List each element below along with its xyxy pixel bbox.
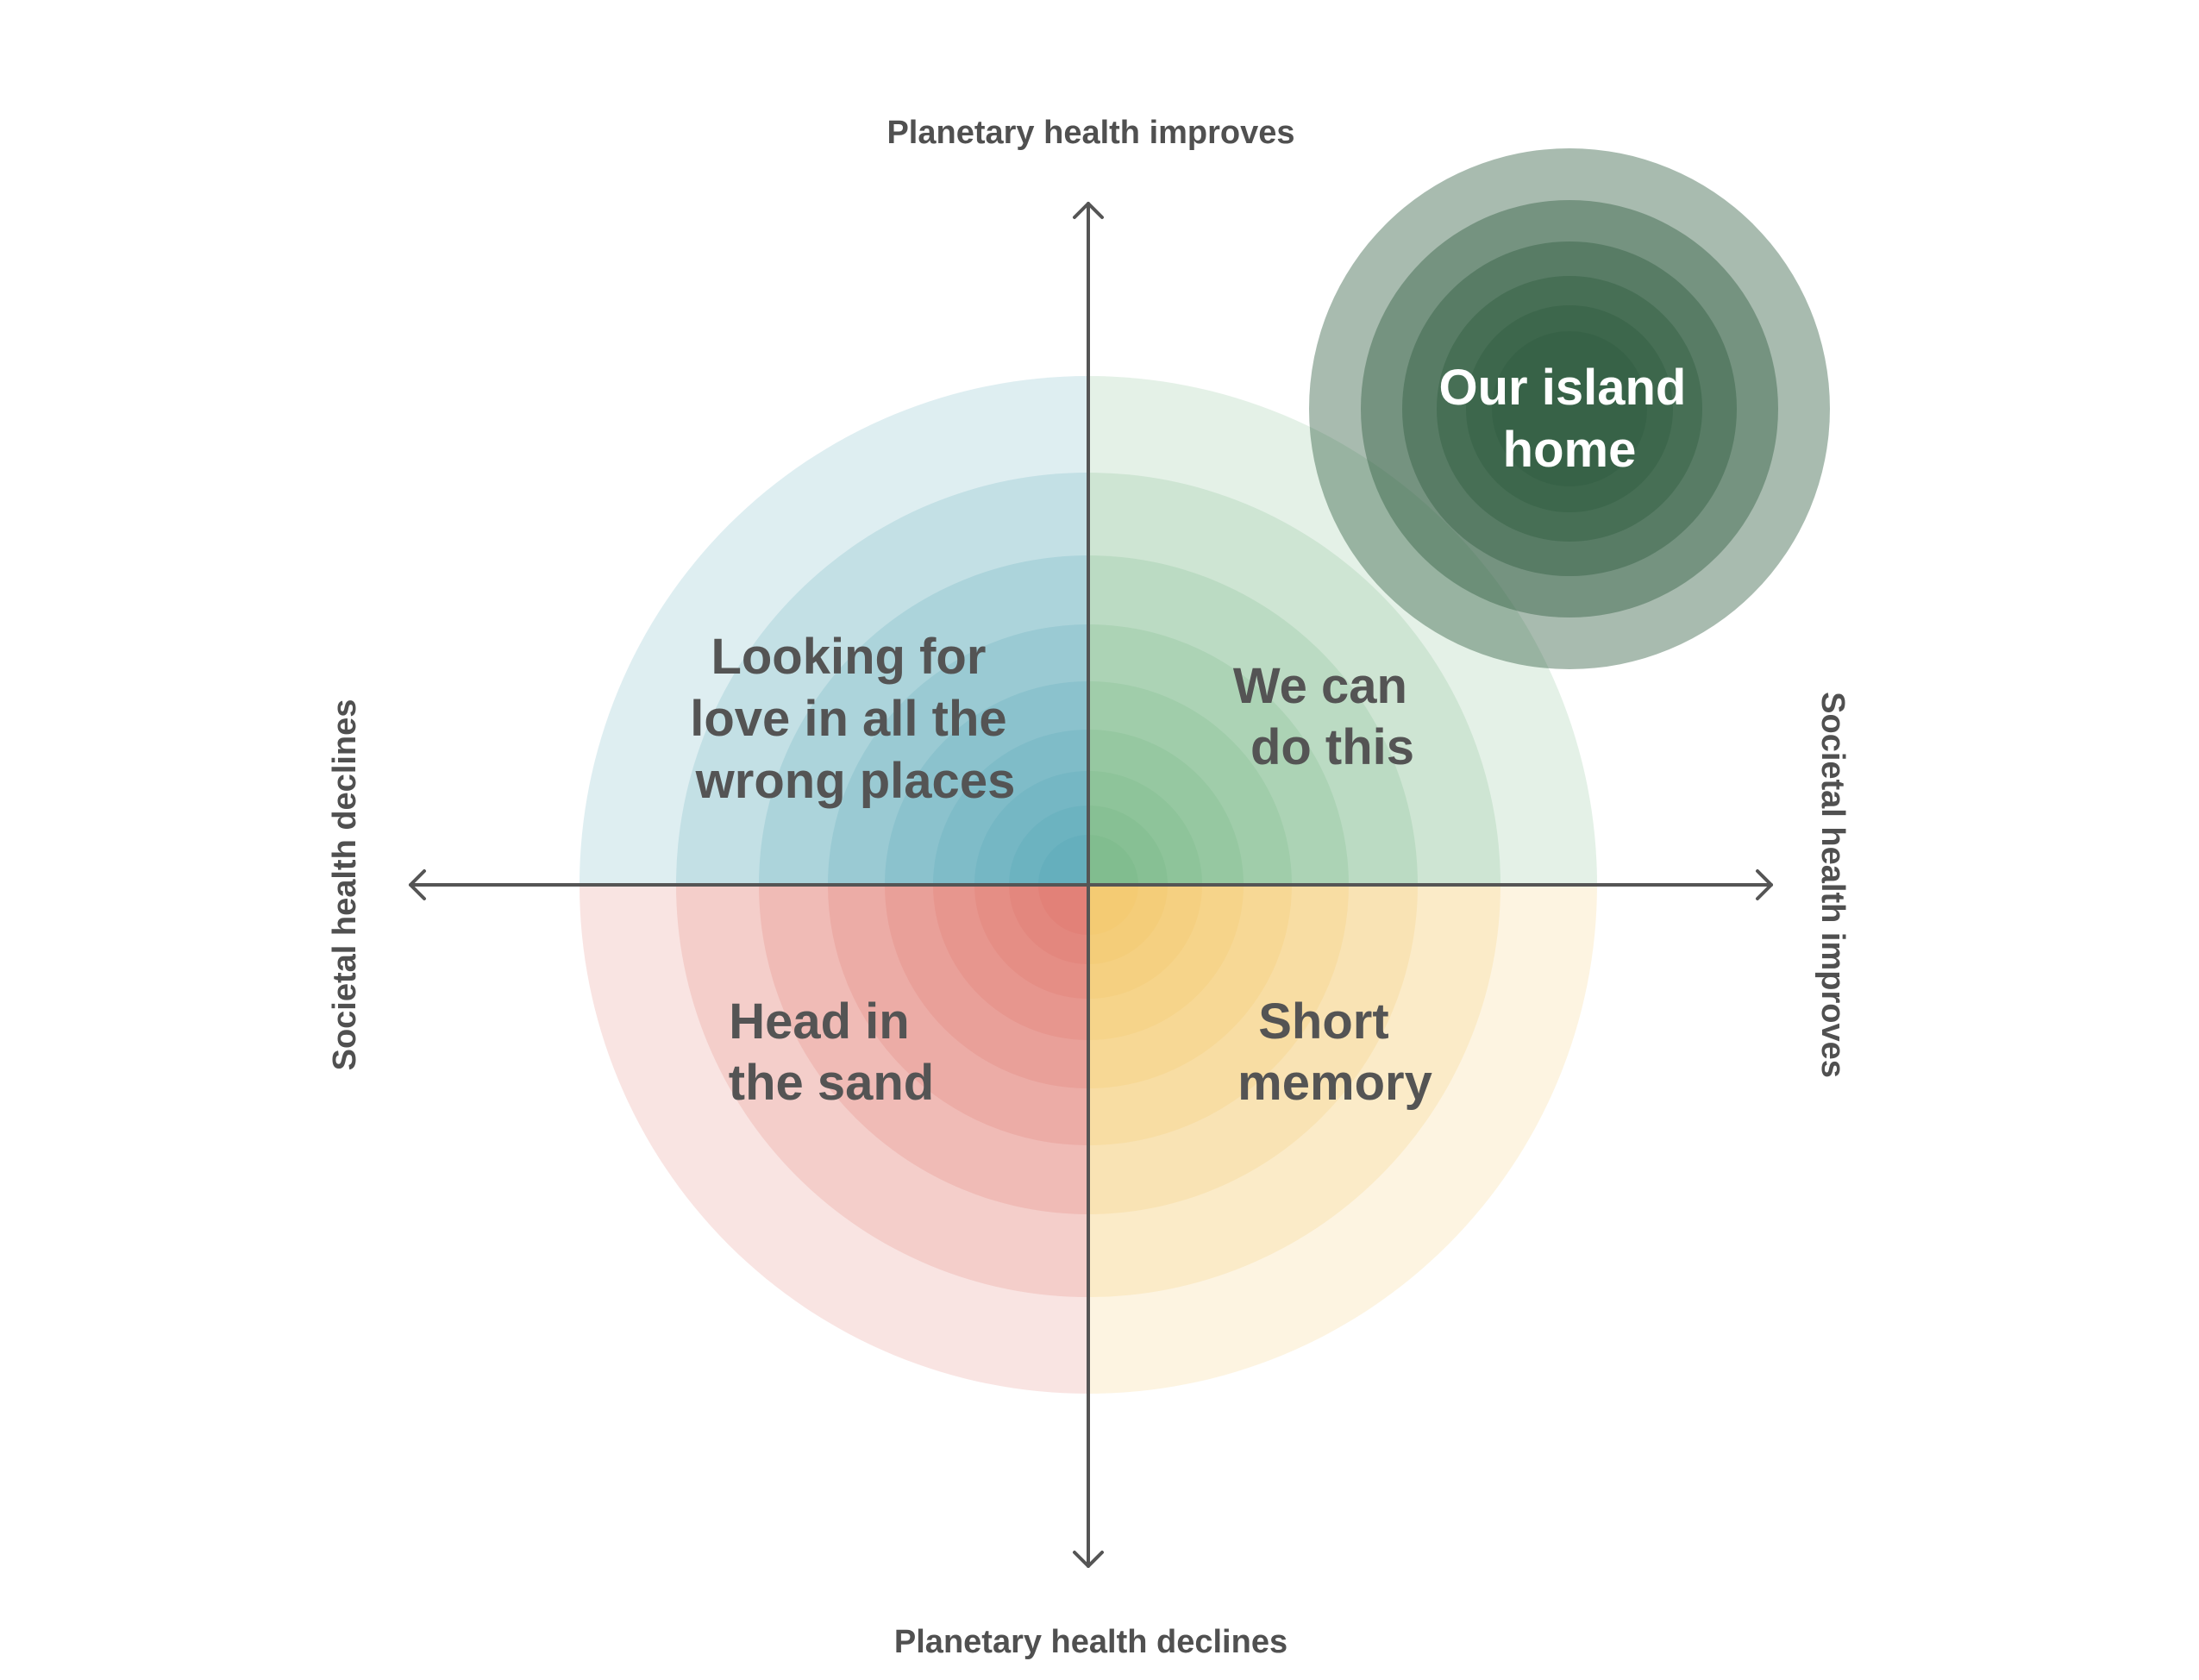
quadrant-top-right-ring: [1088, 376, 1597, 885]
quadrant-bottom-right-ring: [1088, 885, 1202, 999]
quadrant-top-left-ring: [1038, 835, 1088, 885]
quadrant-bottom-left-ring: [974, 885, 1088, 999]
island-label: Our island home: [1439, 360, 1701, 478]
quadrant-bottom-right-rings: [1088, 885, 1597, 1394]
quadrant-bottom-left-ring: [828, 885, 1088, 1145]
quadrant-top-right-ring: [1088, 771, 1202, 885]
quadrant-label-top-left: Looking for love in all the wrong places: [690, 629, 1021, 809]
island-ring: [1309, 148, 1830, 669]
quadrant-label-line: do this: [1250, 719, 1414, 775]
quadrant-bottom-right-ring: [1088, 885, 1138, 935]
quadrant-label-line: We can: [1233, 658, 1407, 714]
quadrant-bottom-right-ring: [1088, 885, 1597, 1394]
quadrant-top-left-ring: [933, 730, 1088, 885]
quadrant-top-right-rings: [1088, 376, 1597, 885]
quadrant-top-right-ring: [1088, 730, 1244, 885]
axes: [409, 202, 1773, 1568]
quadrant-top-left-ring: [828, 624, 1088, 885]
up-arrow-icon: [1073, 202, 1104, 219]
island-label-line: Our island: [1439, 360, 1687, 416]
quadrant-label-line: the sand: [729, 1055, 935, 1111]
axis-label-right: Societal health improves: [1814, 692, 1851, 1078]
quadrant-label-line: Looking for: [711, 629, 986, 685]
island-ring: [1492, 331, 1647, 486]
quadrant-top-left-ring: [1009, 806, 1088, 885]
quadrant-top-right-ring: [1088, 806, 1168, 885]
quadrant-bottom-left-ring: [759, 885, 1088, 1214]
quadrant-label-top-right: We can do this: [1233, 658, 1421, 775]
island-ring: [1402, 241, 1737, 576]
quadrant-bottom-left-rings: [580, 885, 1088, 1394]
right-arrow-icon: [1756, 869, 1773, 900]
quadrant-bottom-right-ring: [1088, 885, 1292, 1088]
quadrant-label-bottom-left: Head in the sand: [729, 994, 935, 1111]
quadrant-bottom-right-ring: [1088, 885, 1418, 1214]
left-arrow-icon: [409, 869, 426, 900]
quadrant-top-right-ring: [1088, 473, 1500, 885]
quadrant-top-left-ring: [580, 376, 1088, 885]
quadrant-top-right-ring: [1088, 555, 1418, 885]
quadrant-top-right-ring: [1088, 835, 1138, 885]
quadrant-bottom-right-ring: [1088, 885, 1349, 1145]
quadrant-bottom-left-ring: [885, 885, 1088, 1088]
island-ring: [1466, 305, 1673, 512]
island-ring: [1361, 200, 1778, 617]
quadrant-top-left-rings: [580, 376, 1088, 885]
quadrant-bottom-left-ring: [933, 885, 1088, 1040]
quadrant-bottom-left-ring: [1038, 885, 1088, 935]
quadrant-bottom-left-ring: [676, 885, 1088, 1297]
quadrant-label-line: wrong places: [695, 753, 1016, 809]
quadrant-top-right-ring: [1088, 624, 1349, 885]
quadrant-label-line: memory: [1237, 1055, 1432, 1111]
down-arrow-icon: [1073, 1551, 1104, 1568]
quadrant-top-left-ring: [759, 555, 1088, 885]
quadrant-label-line: love in all the: [690, 691, 1006, 747]
axis-label-bottom: Planetary health declines: [894, 1624, 1287, 1660]
quadrant-top-right-ring: [1088, 681, 1292, 885]
quadrant-label-line: Short: [1258, 994, 1388, 1050]
quadrant-top-left-ring: [974, 771, 1088, 885]
quadrant-top-left-ring: [885, 681, 1088, 885]
quadrant-bottom-right-ring: [1088, 885, 1500, 1297]
quadrant-bottom-left-ring: [1009, 885, 1088, 964]
axis-label-left: Societal health declines: [327, 699, 363, 1071]
island-ring: [1437, 276, 1702, 542]
island-label-line: home: [1503, 422, 1637, 478]
quadrant-bottom-right-ring: [1088, 885, 1168, 964]
island-circle: [1309, 148, 1830, 669]
quadrant-label-line: Head in: [729, 994, 910, 1050]
quadrant-bottom-left-ring: [580, 885, 1088, 1394]
quadrant-bottom-right-ring: [1088, 885, 1244, 1040]
quadrant-label-bottom-right: Short memory: [1237, 994, 1432, 1111]
axis-label-top: Planetary health improves: [886, 115, 1294, 151]
quadrant-top-left-ring: [676, 473, 1088, 885]
